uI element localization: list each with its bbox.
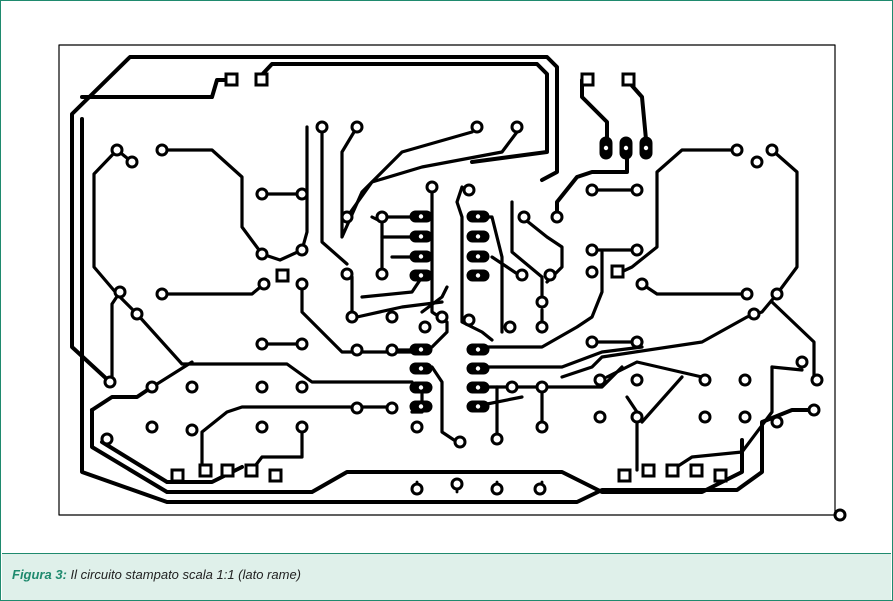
ic-pads <box>409 136 653 413</box>
bottom-traces <box>415 480 544 494</box>
round-pads <box>100 120 847 522</box>
board-outline <box>58 44 836 516</box>
pcb-copper-layout <box>58 44 847 522</box>
figure-caption: Figura 3: Il circuito stampato scala 1:1… <box>12 567 301 582</box>
perimeter-traces <box>70 55 816 504</box>
figure-caption-text: Il circuito stampato scala 1:1 (lato ram… <box>70 567 302 582</box>
pcb-figure-area <box>2 2 891 554</box>
square-pads <box>170 72 728 483</box>
figure-caption-label: Figura 3: <box>12 567 67 582</box>
ic-pad-holes <box>418 145 649 409</box>
left-traces <box>92 125 414 472</box>
caption-bar: Figura 3: Il circuito stampato scala 1:1… <box>2 554 891 600</box>
right-traces <box>560 148 816 472</box>
center-traces <box>320 125 644 444</box>
